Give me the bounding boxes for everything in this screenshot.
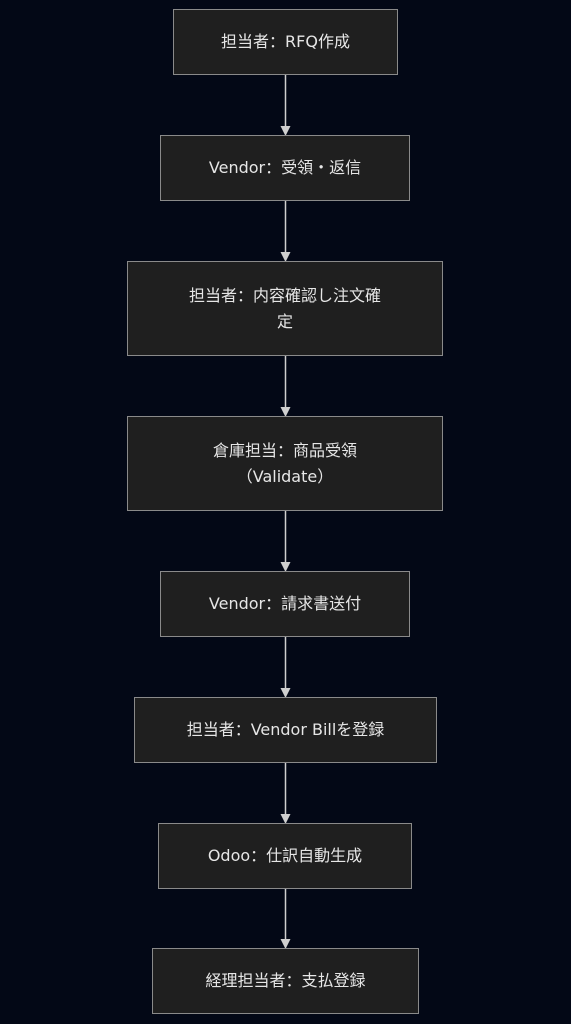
step-auto-journal: Odoo：仕訳自動生成 bbox=[158, 823, 412, 889]
step-payment-register: 経理担当者：支払登録 bbox=[152, 948, 419, 1014]
step-label: Vendor：請求書送付 bbox=[208, 594, 362, 613]
step-label: 経理担当者：支払登録 bbox=[205, 971, 366, 990]
step-label: 倉庫担当：商品受領 （Validate） bbox=[212, 440, 357, 486]
step-register-bill: 担当者：Vendor Billを登録 bbox=[134, 697, 437, 763]
step-label: 担当者：内容確認し注文確 定 bbox=[188, 285, 381, 331]
step-label: 担当者：RFQ作成 bbox=[221, 32, 350, 51]
step-label: Vendor：受領・返信 bbox=[208, 158, 362, 177]
step-vendor-invoice: Vendor：請求書送付 bbox=[160, 571, 410, 637]
step-vendor-reply: Vendor：受領・返信 bbox=[160, 135, 410, 201]
step-label: 担当者：Vendor Billを登録 bbox=[186, 720, 385, 739]
step-rfq-create: 担当者：RFQ作成 bbox=[173, 9, 398, 75]
step-label: Odoo：仕訳自動生成 bbox=[207, 846, 363, 865]
step-goods-receipt: 倉庫担当：商品受領 （Validate） bbox=[127, 416, 443, 511]
step-order-confirm: 担当者：内容確認し注文確 定 bbox=[127, 261, 443, 356]
